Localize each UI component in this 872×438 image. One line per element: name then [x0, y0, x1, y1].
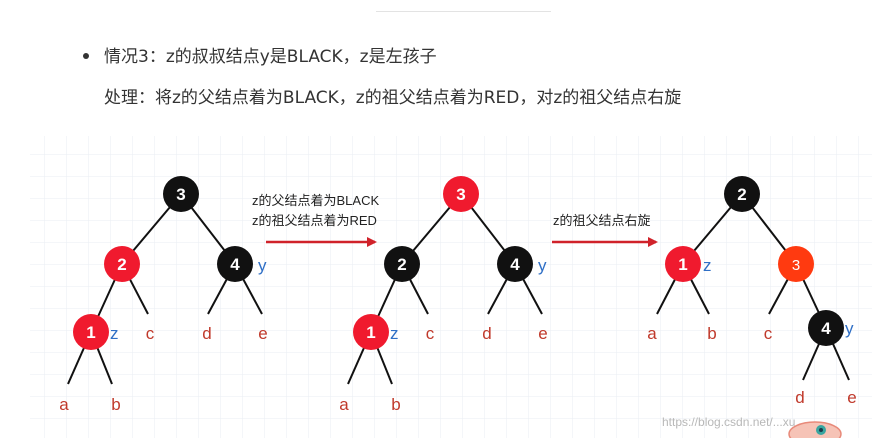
tree1-node-2 — [104, 246, 140, 282]
tree3-tag-z: z — [703, 256, 712, 275]
tree2-node-4-label: 4 — [510, 255, 520, 274]
tree3-node-1-label: 1 — [678, 255, 687, 274]
tree1-node-3 — [163, 176, 199, 212]
tree1-tag-z: z — [110, 324, 119, 343]
tree1-leaf-e: e — [258, 324, 267, 343]
tree3-tag-y: y — [845, 319, 854, 338]
arrow-rotate: z的祖父结点右旋 — [552, 213, 658, 247]
tree2-leaf-b: b — [391, 395, 400, 414]
tree1-node-4 — [217, 246, 253, 282]
arrow-recolor: z的父结点着为BLACK z的祖父结点着为RED — [252, 193, 379, 247]
tree3-node-3-label: 3 — [792, 257, 800, 274]
tree2-node-4 — [497, 246, 533, 282]
tree2-node-1 — [353, 314, 389, 350]
tree3-leaf-c: c — [764, 324, 773, 343]
tree2-node-1-label: 1 — [366, 323, 375, 342]
tree1-leaf-d: d — [202, 324, 211, 343]
tree2-leaf-a: a — [339, 395, 349, 414]
tree-rotated-nodes: 2 1 z 3 4 y a b c d e — [647, 176, 857, 407]
tree2-tag-z: z — [390, 324, 399, 343]
tree2-node-2-label: 2 — [397, 255, 406, 274]
tree1-node-2-label: 2 — [117, 255, 126, 274]
tree3-leaf-a: a — [647, 324, 657, 343]
tree3-node-3 — [778, 246, 814, 282]
tree3-node-4 — [808, 310, 844, 346]
case-handling: 处理：将z的父结点着为BLACK，z的祖父结点着为RED，对z的祖父结点右旋 — [104, 88, 682, 108]
tree3-node-4-label: 4 — [821, 319, 831, 338]
tree3-node-1 — [665, 246, 701, 282]
tree3-node-2 — [724, 176, 760, 212]
tree2-node-2 — [384, 246, 420, 282]
tree1-node-3-label: 3 — [176, 185, 185, 204]
tree1-leaf-a: a — [59, 395, 69, 414]
tree1-leaf-b: b — [111, 395, 120, 414]
tree-before-nodes: 3 2 4 y 1 z c d e a b — [59, 176, 268, 414]
tree2-leaf-c: c — [426, 324, 435, 343]
tree1-node-1-label: 1 — [86, 323, 95, 342]
tree1-leaf-c: c — [146, 324, 155, 343]
tree1-tag-y: y — [258, 256, 267, 275]
tree3-leaf-b: b — [707, 324, 716, 343]
tree3-leaf-e: e — [847, 388, 856, 407]
tree-recolored-nodes: 3 2 4 y 1 z c d e a b — [339, 176, 548, 414]
tree2-tag-y: y — [538, 256, 547, 275]
tree3-leaf-d: d — [795, 388, 804, 407]
tree2-leaf-d: d — [482, 324, 491, 343]
tree3-node-2-label: 2 — [737, 185, 746, 204]
case-title: 情况3：z的叔叔结点y是BLACK，z是左孩子 — [104, 47, 437, 67]
mascot-icon — [788, 421, 842, 438]
arrow-recolor-caption-1: z的父结点着为BLACK — [252, 193, 379, 208]
tree1-node-1 — [73, 314, 109, 350]
watermark-text: https://blog.csdn.net/...xu — [662, 415, 795, 429]
bullet-point — [83, 53, 89, 59]
arrow-rotate-caption: z的祖父结点右旋 — [553, 213, 651, 228]
tree2-leaf-e: e — [538, 324, 547, 343]
tree1-node-4-label: 4 — [230, 255, 240, 274]
arrow-recolor-caption-2: z的祖父结点着为RED — [252, 213, 377, 228]
tree2-node-3 — [443, 176, 479, 212]
tree2-node-3-label: 3 — [456, 185, 465, 204]
top-divider — [376, 11, 551, 12]
